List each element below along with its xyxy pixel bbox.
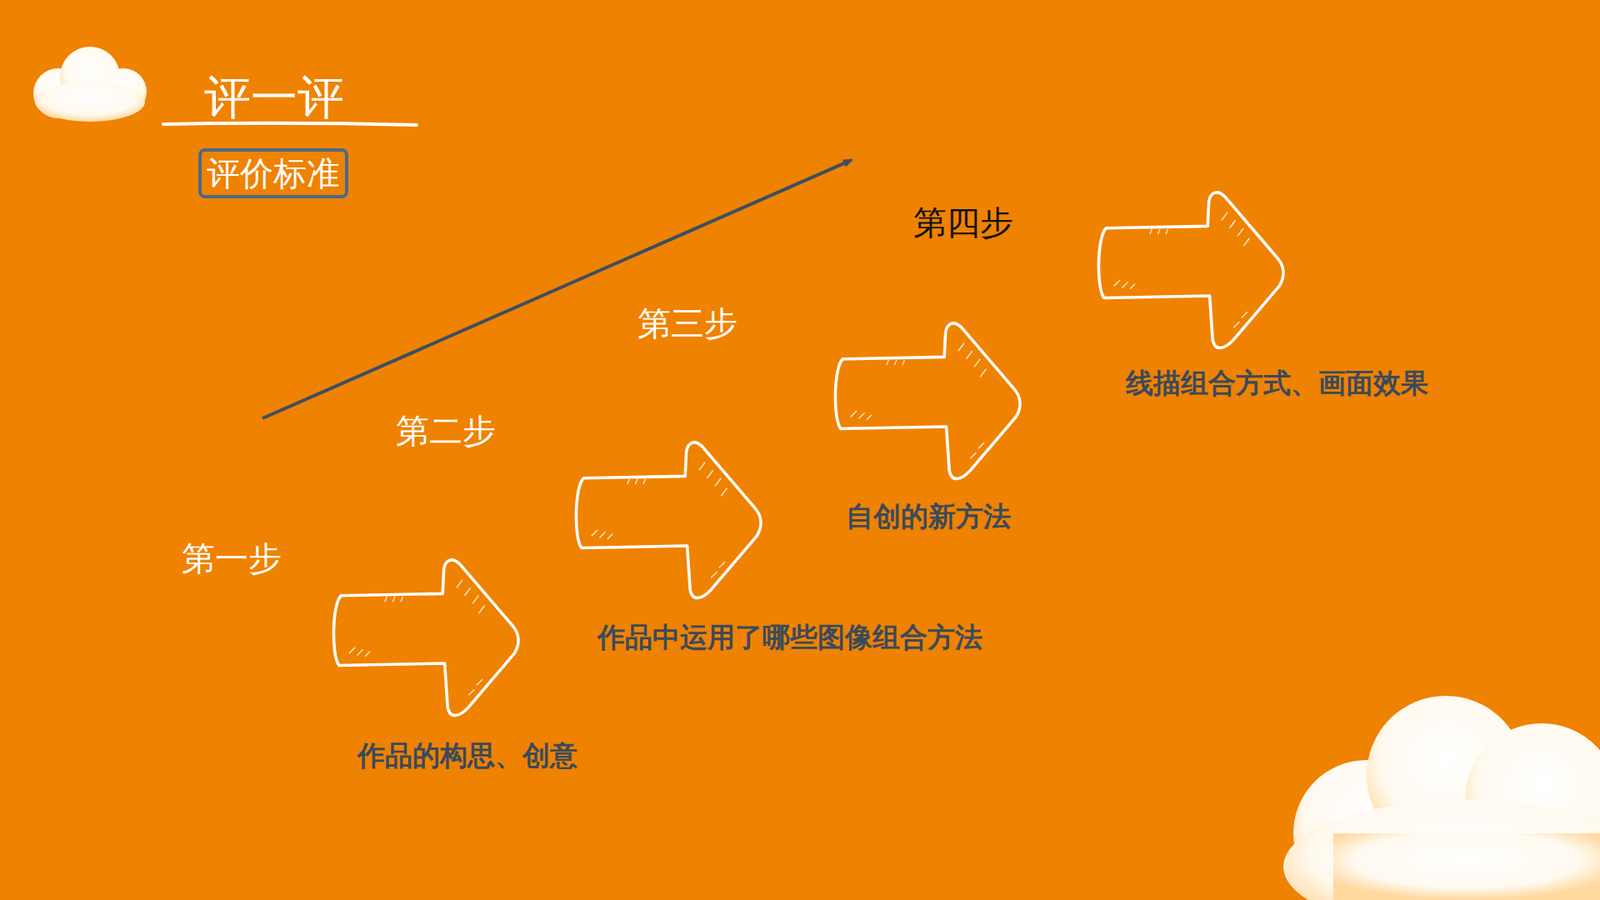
page-title: 评一评 [204, 66, 345, 130]
step-label: 第一步 [181, 535, 282, 582]
step-description: 自创的新方法 [845, 498, 1011, 536]
progress-line [262, 160, 852, 419]
step-label: 第四步 [913, 200, 1014, 246]
arrow-outline [326, 555, 521, 720]
arrow-outline [569, 438, 764, 602]
step-description: 作品中运用了哪些图像组合方法 [597, 619, 983, 657]
step-label: 第三步 [637, 300, 738, 347]
step-description: 作品的构思、创意 [357, 737, 578, 775]
arrow-step: 作品的构思、创意 [326, 555, 521, 720]
arrow-step: 线描组合方式、画面效果 [1091, 188, 1286, 352]
arrow-step: 作品中运用了哪些图像组合方法 [569, 438, 764, 602]
cloud-small [33, 46, 147, 122]
cloud-large [1283, 695, 1600, 900]
arrow-step: 自创的新方法 [828, 319, 1023, 483]
criteria-text: 评价标准 [201, 151, 345, 195]
step-label: 第二步 [395, 408, 496, 455]
criteria-box: 评价标准 [198, 148, 349, 199]
arrow-outline [1091, 188, 1286, 352]
arrow-outline [828, 319, 1023, 483]
step-description: 线描组合方式、画面效果 [1125, 365, 1429, 403]
